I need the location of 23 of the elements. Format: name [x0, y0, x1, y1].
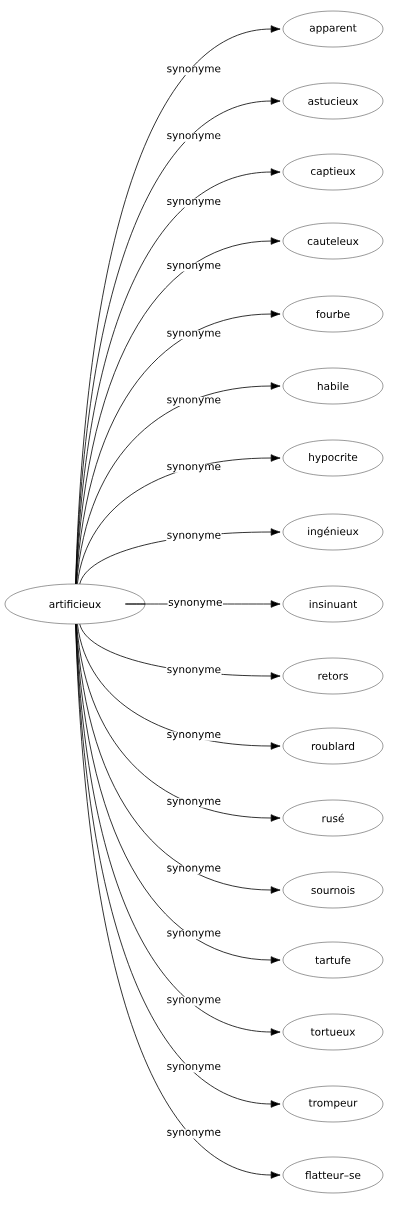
arrow — [75, 237, 281, 585]
edge-label: synonyme — [167, 997, 221, 1006]
edge-label: synonyme — [168, 600, 222, 609]
edge-label: synonyme — [167, 262, 221, 271]
arrow — [75, 623, 281, 964]
edge-label: synonyme — [167, 133, 221, 142]
edge-label: synonyme — [167, 66, 221, 75]
arrow — [76, 382, 281, 585]
arrow — [76, 454, 281, 585]
edge-label: synonyme — [167, 198, 221, 208]
edge-label: synonyme — [167, 732, 221, 741]
edge-label: synonyme — [167, 397, 221, 406]
edge-label: synonyme — [167, 1129, 221, 1138]
arrow — [77, 623, 281, 750]
edge-label: synonyme — [167, 930, 221, 939]
edge-label: synonyme — [167, 464, 221, 473]
edge-label: synonyme — [167, 330, 221, 339]
edge-label: synonyme — [167, 532, 221, 541]
edge-label: synonyme — [167, 1064, 221, 1073]
edge-label: synonyme — [167, 667, 221, 676]
edge-label: synonyme — [167, 798, 221, 807]
edge-label: synonyme — [167, 865, 221, 874]
arrow — [76, 623, 281, 822]
